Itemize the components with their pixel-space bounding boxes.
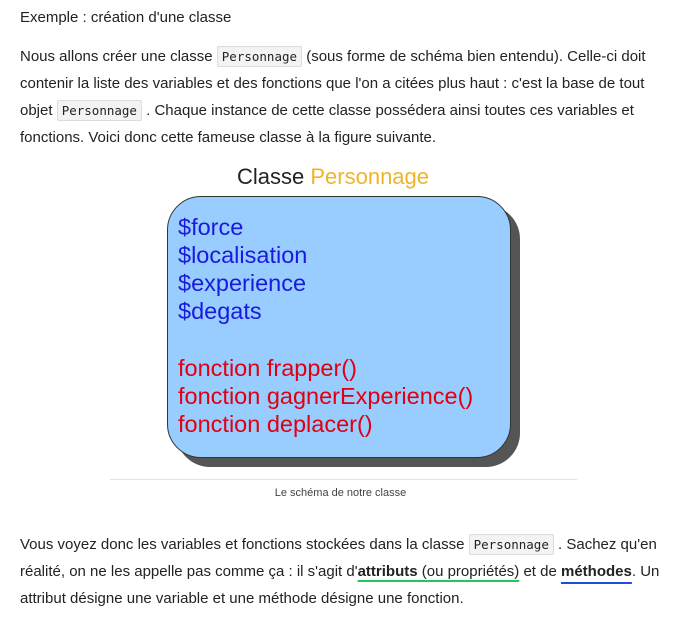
- diagram-title: Classe Personnage: [237, 164, 429, 190]
- intro-text-3: . Chaque instance de cette classe posséd…: [20, 102, 634, 146]
- outro-text-1: Vous voyez donc les variables et fonctio…: [20, 536, 469, 553]
- intro-text-1: Nous allons créer une classe: [20, 48, 217, 65]
- variable-localisation: $localisation: [178, 242, 308, 268]
- code-personnage: Personnage: [468, 534, 554, 555]
- diagram-title-prefix: Classe: [237, 164, 311, 189]
- outro-text-2: . Sachez qu'en réalité, on ne les appell…: [20, 536, 657, 580]
- function-deplacer: fonction deplacer(): [178, 411, 373, 437]
- function-gagner-experience: fonction gagnerExperience(): [178, 383, 474, 409]
- variable-force: $force: [178, 214, 244, 240]
- intro-paragraph: Nous allons créer une classe Personnage …: [20, 43, 660, 151]
- proprietes-note: (ou propriétés): [417, 563, 520, 580]
- attributs-term: attributs: [357, 563, 418, 580]
- outro-paragraph: Vous voyez donc les variables et fonctio…: [20, 531, 660, 612]
- outro-text-4: et de: [519, 563, 561, 580]
- intro-text-2: (sous forme de schéma bien entendu). Cel…: [20, 48, 646, 119]
- code-personnage: Personnage: [216, 46, 303, 67]
- attributs-highlight: attributs (ou propriétés): [358, 563, 520, 580]
- figure-caption: Le schéma de notre classe: [274, 487, 407, 499]
- outro-text-5: . Un attribut désigne une variable et un…: [20, 563, 660, 607]
- variable-experience: $experience: [178, 270, 307, 296]
- methodes-term: méthodes: [561, 563, 632, 580]
- variable-degats: $degats: [178, 298, 262, 324]
- section-heading: Exemple : création d'une classe: [20, 9, 232, 26]
- diagram-title-name: Personnage: [310, 164, 430, 189]
- code-personnage: Personnage: [56, 100, 142, 121]
- function-frapper: fonction frapper(): [178, 355, 357, 381]
- caption-divider: [110, 479, 577, 480]
- class-box: [167, 196, 511, 458]
